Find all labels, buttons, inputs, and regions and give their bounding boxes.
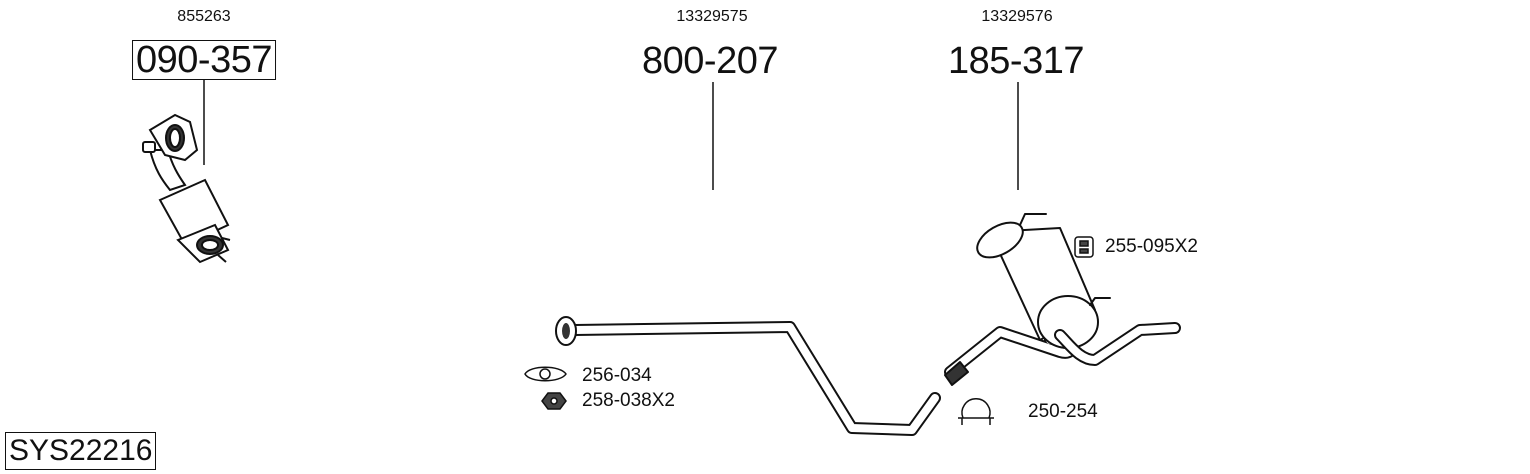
catalytic-converter-drawing <box>142 113 231 264</box>
clamp-icon <box>958 398 994 425</box>
part-number-label[interactable]: 185-317 <box>948 40 1084 82</box>
middle-pipe-drawing <box>555 316 941 436</box>
hardware-label[interactable]: 258-038X2 <box>582 390 675 411</box>
gasket-icon <box>524 366 567 382</box>
oe-number: 855263 <box>177 8 231 25</box>
oe-number: 13329576 <box>981 8 1053 25</box>
hardware-label[interactable]: 255-095X2 <box>1105 236 1198 257</box>
system-id: SYS22216 <box>5 432 157 470</box>
part-number-label[interactable]: 800-207 <box>642 40 778 82</box>
rubber-mount-icon <box>1074 236 1094 258</box>
rear-muffler-drawing <box>944 213 1181 386</box>
hardware-label[interactable]: 250-254 <box>1028 401 1098 422</box>
nut-icon <box>541 392 567 410</box>
part-number-label[interactable]: 090-357 <box>132 40 276 80</box>
oe-number: 13329575 <box>676 8 748 25</box>
hardware-label[interactable]: 256-034 <box>582 365 652 386</box>
